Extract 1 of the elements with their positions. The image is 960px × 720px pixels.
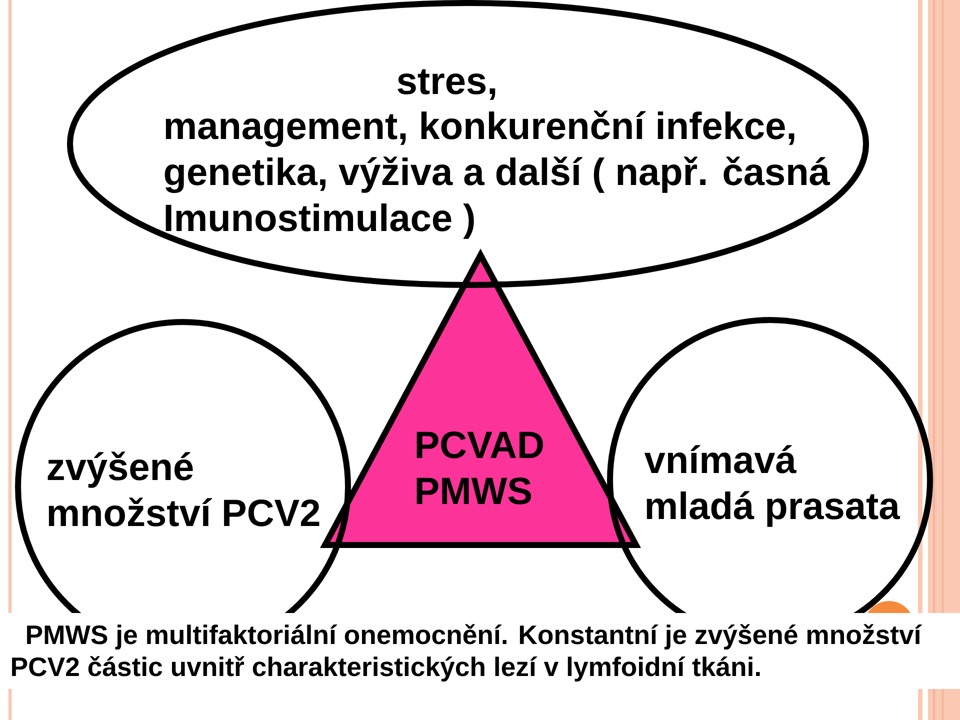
caption: PMWS je multifaktoriální onemocnění. Konstantní je zvýšené množství PCV2 částic uvnitř charakteristických lezí v lymfoidní tkáni. (4, 613, 924, 689)
